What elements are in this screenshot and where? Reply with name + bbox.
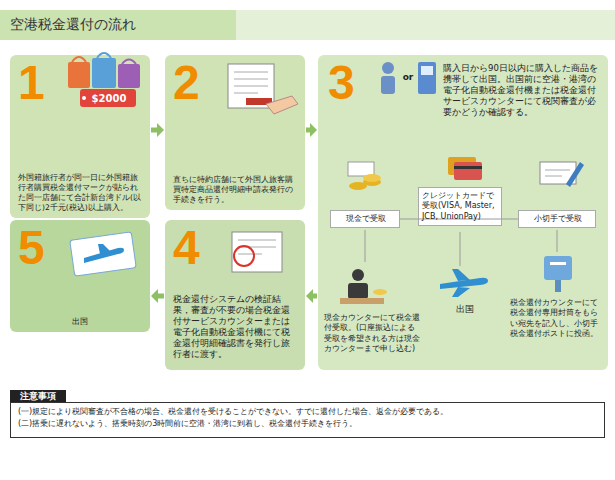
option-line — [400, 219, 518, 220]
step-number: 5 — [18, 224, 45, 272]
arrow-head — [306, 289, 313, 303]
certificate-illustration — [232, 232, 282, 272]
node-text: 税金還付システムの検証結果，審査が不要の場合税金還付サービスカウンターまたは電子… — [173, 294, 297, 360]
result-text: 現金カウンターにて税金還付受取。(口座振込による受取を希望される方は現金カウンタ… — [324, 313, 420, 355]
step-box: 1 外国籍旅行者が同一日に外国籍旅行者購買税金還付マークが貼られた同一店舗にて合計… — [10, 55, 150, 218]
counter-icon — [340, 269, 387, 304]
option-box: 現金で受取 — [330, 210, 400, 228]
node-text: 直ちに特約店舗にて外国人旅客購買特定商品還付明細申請表発行の手続きを行う。 — [173, 175, 297, 205]
card-icon — [448, 157, 482, 180]
node-text: 外国籍旅行者が同一日に外国籍旅行者購買税金還付マークが貼られた同一店舗にて合計新… — [18, 173, 142, 213]
shopping-illustration — [68, 53, 140, 107]
ticket-illustration — [70, 232, 136, 276]
arrow-head — [157, 123, 164, 137]
option-leader — [460, 232, 461, 266]
check-illustration — [381, 62, 436, 94]
flow-arrow — [306, 289, 317, 303]
arrow-shaft — [157, 294, 164, 299]
result-text: 税金還付カウンターにて税金還付専用封筒をもらい宛先を記入し、小切手税金還付ポスト… — [510, 298, 604, 340]
plane-icon — [440, 269, 488, 297]
arrow-shaft — [151, 128, 158, 133]
node-text: 小切手で受取 — [519, 214, 597, 224]
diagram-title: 空港税金還付の流れ — [10, 15, 136, 33]
title-band — [0, 10, 615, 40]
notes-box: 注意事項 (一)規定により税関審査が不合格の場合、税金還付を受けることができない。… — [10, 390, 605, 438]
cash-icon — [348, 162, 381, 190]
notes-heading: 注意事項 — [10, 390, 66, 402]
result-text: 出国 — [445, 304, 485, 315]
node-text: (一)規定により税関審査が不合格の場合、税金還付を受けることができない。すでに還… — [18, 407, 598, 417]
step-number: 4 — [173, 224, 200, 272]
node-text: クレジットカードで受取(VISA, Master, JCB, UnionPay) — [422, 191, 500, 222]
step-number: 2 — [173, 59, 200, 107]
node-text: 購入日から90日以内に購入した商品を携帯して出国。出国前に空港・港湾の電子化自動… — [443, 63, 601, 118]
price-tag: $2000 — [84, 92, 134, 105]
mailbox-icon — [544, 256, 572, 292]
title-panel — [0, 10, 236, 40]
node-text: 現金で受取 — [331, 214, 401, 224]
arrow-head — [151, 289, 158, 303]
step-number: 3 — [328, 59, 355, 107]
node-text: (二)搭乗に遅れないよう、搭乗時刻の3時間前に空港・港湾に到着し、税金還付手続き… — [18, 419, 598, 429]
arrow-head — [310, 123, 317, 137]
form-illustration — [228, 64, 298, 114]
option-box: クレジットカードで受取(VISA, Master, JCB, UnionPay) — [418, 187, 502, 226]
step-box: 5 出国 — [10, 220, 150, 332]
node-text: 出国 — [10, 316, 150, 327]
flow-arrow — [151, 123, 164, 137]
step-box: 2 直ちに特約店舗にて外国人旅客購買特定商品還付明細申請表発行の手続きを行う。 — [165, 55, 305, 210]
option-leader — [365, 230, 366, 262]
step-box: 4 税金還付システムの検証結果，審査が不要の場合税金還付サービスカウンターまたは電… — [165, 220, 305, 370]
option-leader — [557, 230, 558, 252]
option-box: 小切手で受取 — [518, 210, 596, 228]
cheque-icon — [540, 162, 584, 187]
step-number: 1 — [18, 59, 45, 107]
flow-arrow — [306, 123, 317, 137]
flow-arrow — [151, 289, 164, 303]
or-label: or — [399, 72, 417, 84]
